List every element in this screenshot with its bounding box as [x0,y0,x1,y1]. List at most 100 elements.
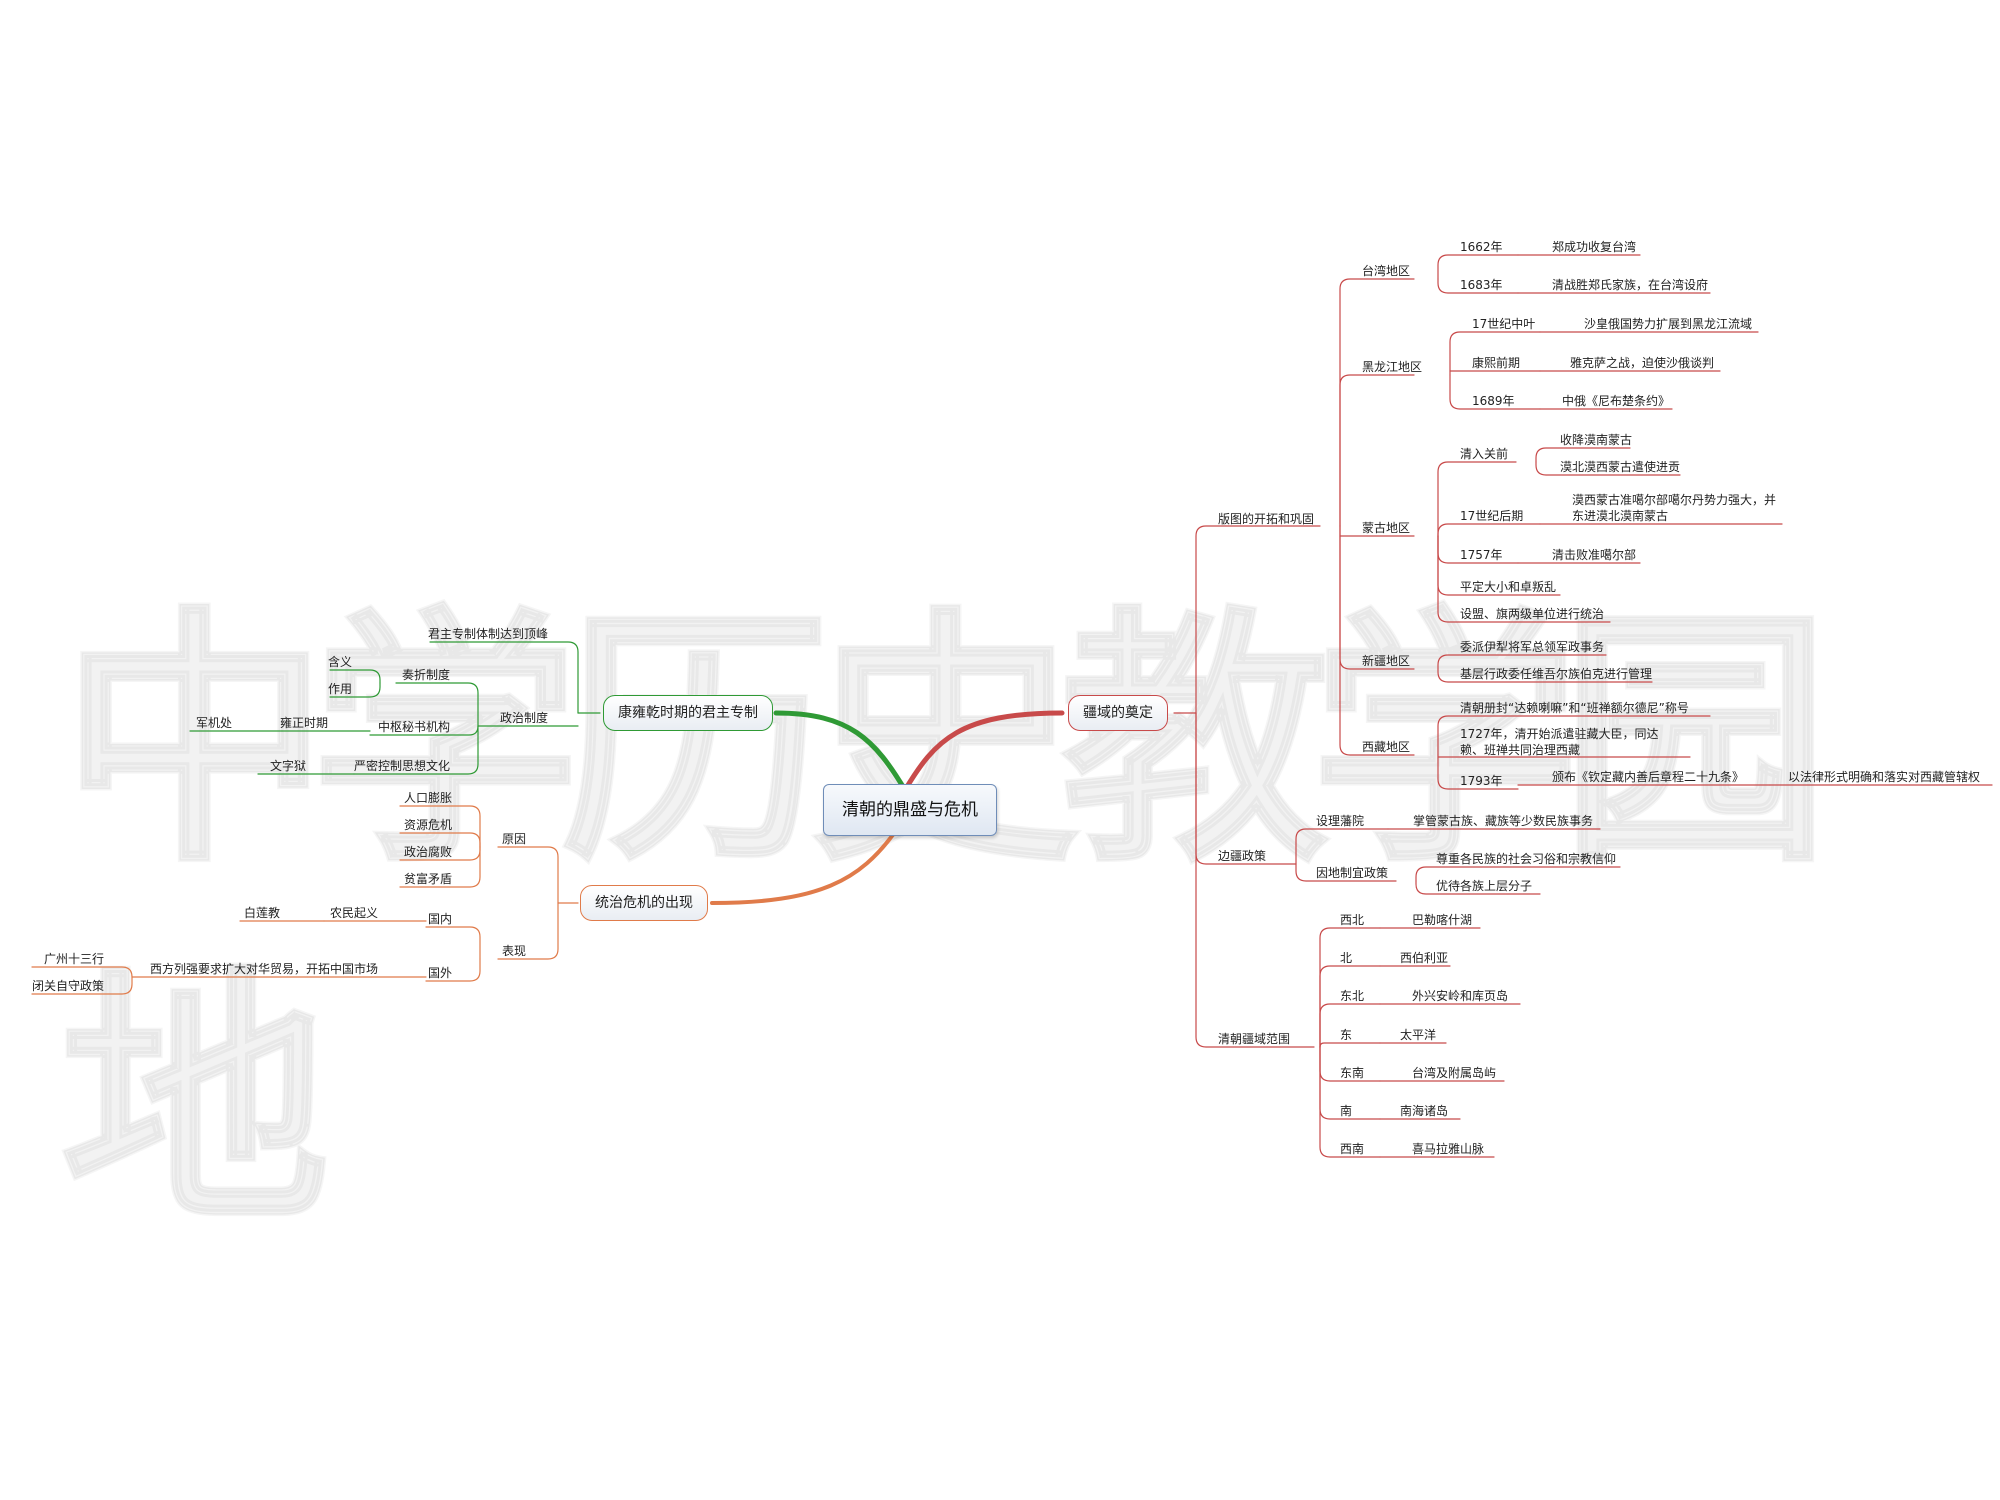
node-autocracy-peak[interactable]: 君主专制体制达到顶峰 [427,627,548,641]
node-range-6-val[interactable]: 南海诸岛 [1400,1104,1449,1118]
node-mongolia[interactable]: 蒙古地区 [1362,521,1411,535]
connector-40 [1319,927,1381,1048]
connector-68 [399,805,481,848]
node-tibet-1793-key[interactable]: 1793年 [1460,774,1503,788]
node-hlj-2-val[interactable]: 雅克萨之战，迫使沙俄谈判 [1570,356,1715,370]
connector-73 [425,958,481,982]
node-memorial-function[interactable]: 作用 [327,682,352,696]
connector-59 [353,725,479,775]
node-xinjiang-2[interactable]: 基层行政委任维吾尔族伯克进行管理 [1460,667,1653,681]
node-range-7-key[interactable]: 西南 [1340,1142,1365,1156]
node-memorial-system[interactable]: 奏折制度 [401,668,450,682]
node-lifan-val[interactable]: 掌管蒙古族、藏族等少数民族事务 [1413,814,1594,828]
node-mongolia-before-1[interactable]: 收降漠南蒙古 [1560,433,1633,447]
node-white-lotus[interactable]: 白莲教 [243,906,280,920]
node-hlj-1-key[interactable]: 17世纪中叶 [1472,317,1536,331]
node-frontier[interactable]: 边疆政策 [1218,849,1267,863]
node-range-1-val[interactable]: 巴勒喀什湖 [1412,913,1473,927]
node-range-4-key[interactable]: 东 [1340,1028,1353,1042]
node-range-4-val[interactable]: 太平洋 [1400,1028,1437,1042]
node-range-1-key[interactable]: 西北 [1340,913,1365,927]
node-mongolia-mengqi[interactable]: 设盟、旗两级单位进行统治 [1460,607,1605,621]
node-taiwan-1662-key[interactable]: 1662年 [1460,240,1503,254]
node-mongolia-before[interactable]: 清入关前 [1460,447,1509,461]
node-mongolia-late17-val[interactable]: 漠西蒙古准噶尔部噶尔丹势力强大，并东进漠北漠南蒙古 [1572,493,1777,523]
node-causes[interactable]: 原因 [501,832,526,846]
topic-autocracy[interactable]: 康雍乾时期的君主专制 [603,695,773,731]
node-cause-inequality[interactable]: 贫富矛盾 [403,872,452,886]
node-closed-door[interactable]: 闭关自守政策 [31,979,104,993]
node-thought-control[interactable]: 严密控制思想文化 [353,759,450,773]
node-tibet-1793-extra[interactable]: 以法律形式明确和落实对西藏管辖权 [1788,770,1981,784]
node-mongolia-1757-key[interactable]: 1757年 [1460,548,1503,562]
node-range-3-key[interactable]: 东北 [1340,989,1365,1003]
connector-central-crisis [710,830,897,905]
node-cause-corruption[interactable]: 政治腐败 [403,845,452,859]
node-canton-thirteen[interactable]: 广州十三行 [43,952,104,966]
topic-crisis[interactable]: 统治危机的出现 [580,885,708,921]
node-range-2-key[interactable]: 北 [1340,951,1353,965]
connector-2 [1195,712,1297,865]
node-yindi-1[interactable]: 尊重各民族的社会习俗和宗教信仰 [1436,852,1617,866]
node-range-7-val[interactable]: 喜马拉雅山脉 [1412,1142,1485,1156]
node-range[interactable]: 清朝疆域范围 [1218,1032,1291,1046]
connector-4 [1339,278,1415,527]
central-topic[interactable]: 清朝的鼎盛与危机 [823,784,997,836]
node-territory-expansion[interactable]: 版图的开拓和巩固 [1218,512,1315,526]
node-taiwan-1662-val[interactable]: 郑成功收复台湾 [1552,240,1637,254]
node-taiwan-1683-key[interactable]: 1683年 [1460,278,1503,292]
node-taiwan[interactable]: 台湾地区 [1362,264,1411,278]
node-domestic[interactable]: 国内 [427,912,452,926]
connector-44 [1319,1003,1381,1048]
node-tibet-1793-val[interactable]: 颁布《钦定藏内善后章程二十九条》 [1552,770,1745,784]
connector-42 [1319,965,1381,1048]
node-range-2-val[interactable]: 西伯利亚 [1400,951,1449,965]
node-western-trade[interactable]: 西方列强要求扩大对华贸易，开拓中国市场 [149,962,378,976]
node-hlj-3-val[interactable]: 中俄《尼布楚条约》 [1562,394,1671,408]
topic-territory[interactable]: 疆域的奠定 [1068,695,1168,731]
node-hlj-2-key[interactable]: 康熙前期 [1472,356,1521,370]
node-foreign[interactable]: 国外 [427,966,452,980]
connector-67 [497,902,559,960]
node-mongolia-heji[interactable]: 平定大小和卓叛乱 [1460,580,1557,594]
node-yindi-2[interactable]: 优待各族上层分子 [1436,879,1533,893]
node-literary-inquisition[interactable]: 文字狱 [269,759,306,773]
node-mongolia-late17-key[interactable]: 17世纪后期 [1460,509,1524,523]
node-tibet[interactable]: 西藏地区 [1362,740,1411,754]
node-taiwan-1683-val[interactable]: 清战胜郑氏家族，在台湾设府 [1552,278,1709,292]
node-range-5-val[interactable]: 台湾及附属岛屿 [1412,1066,1497,1080]
node-xinjiang-1[interactable]: 委派伊犁将军总领军政事务 [1460,640,1605,654]
node-peasant-uprising[interactable]: 农民起义 [329,906,378,920]
node-tibet-1[interactable]: 清朝册封“达赖喇嘛”和“班禅额尔德尼”称号 [1460,701,1689,715]
node-mongolia-1757-val[interactable]: 清击败准噶尔部 [1552,548,1637,562]
node-cause-population[interactable]: 人口膨胀 [403,791,452,805]
connector-38 [1415,866,1621,882]
node-central-secretariat[interactable]: 中枢秘书机构 [377,720,450,734]
connector-37 [1295,863,1397,882]
node-range-3-val[interactable]: 外兴安岭和库页岛 [1412,989,1509,1003]
node-signs[interactable]: 表现 [501,944,526,958]
node-yongzheng-period[interactable]: 雍正时期 [279,716,328,730]
node-range-5-key[interactable]: 东南 [1340,1066,1365,1080]
node-cause-resources[interactable]: 资源危机 [403,818,452,832]
connector-11 [1437,278,1519,294]
connector-3 [1195,712,1315,1048]
node-lifan-key[interactable]: 设理藩院 [1316,814,1365,828]
node-grand-council[interactable]: 军机处 [195,716,232,730]
node-hlj-3-key[interactable]: 1689年 [1472,394,1515,408]
node-heilongjiang[interactable]: 黑龙江地区 [1362,360,1423,374]
connector-13 [1449,331,1541,376]
connector-27 [1535,461,1681,476]
node-range-6-key[interactable]: 南 [1340,1104,1353,1118]
node-memorial-meaning[interactable]: 含义 [327,655,352,669]
node-yindi-key[interactable]: 因地制宜政策 [1316,866,1389,880]
connector-60 [329,669,381,684]
node-political-system[interactable]: 政治制度 [499,711,548,725]
connector-7 [1339,525,1415,670]
node-tibet-2[interactable]: 1727年，清开始派遣驻藏大臣，同达赖、班禅共同治理西藏 [1460,727,1659,757]
node-hlj-1-val[interactable]: 沙皇俄国势力扩展到黑龙江流域 [1584,317,1753,331]
node-xinjiang[interactable]: 新疆地区 [1362,654,1411,668]
node-mongolia-before-2[interactable]: 漠北漠西蒙古遣使进贡 [1560,460,1681,474]
